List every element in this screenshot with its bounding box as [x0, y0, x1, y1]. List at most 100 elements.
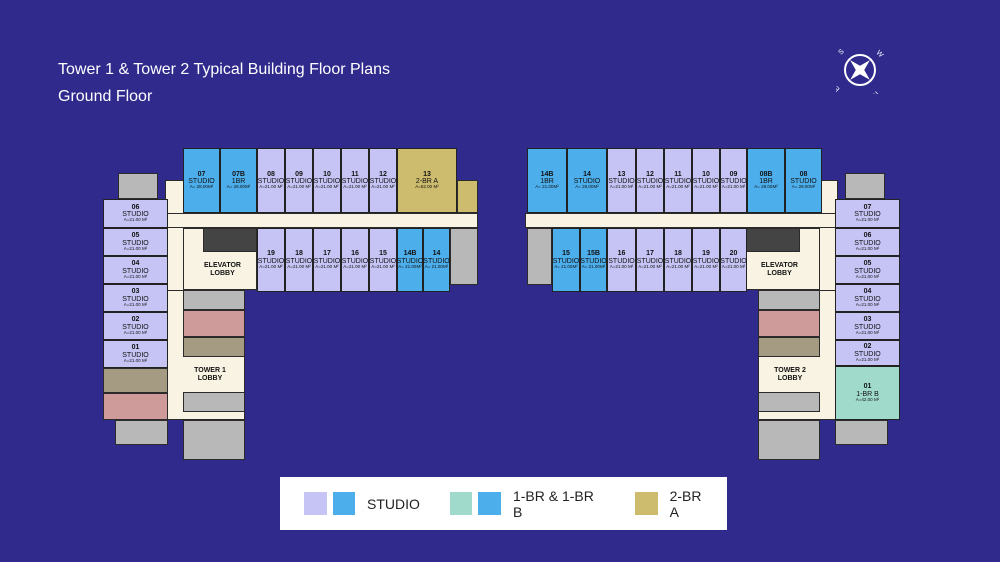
unit-type: STUDIO [122, 323, 149, 331]
unit-area: A=21.00 M² [315, 263, 339, 269]
unit-type: STUDIO [369, 257, 397, 265]
unit-type: STUDIO [122, 239, 149, 247]
unit-number: 08B [759, 170, 773, 178]
unit-number: 04 [131, 260, 140, 268]
unit-number: 14B [403, 250, 417, 258]
unit-number: 07B [232, 170, 245, 178]
unit-number: 13 [423, 170, 431, 178]
unit-type: STUDIO [636, 178, 664, 186]
unit-area: A=21.00 M² [721, 184, 746, 190]
tower2-service-room [758, 290, 820, 310]
unit-type: STUDIO [285, 257, 313, 265]
unit-type: STUDIO [854, 295, 881, 303]
tower2-room-pink [758, 310, 820, 337]
tower1-service-room [183, 290, 245, 310]
unit-type: STUDIO [608, 257, 635, 265]
unit-number: 08 [799, 170, 808, 178]
unit-area: A=21.00 M² [855, 217, 880, 223]
tower1-stair [115, 420, 168, 445]
unit-type: STUDIO [664, 257, 692, 265]
unit-number: 17 [323, 250, 331, 258]
unit-area: A=21.00 M² [855, 356, 880, 362]
unit-type: STUDIO [854, 239, 881, 247]
unit-area: A=42.00 M² [855, 396, 880, 402]
unit-area: A= 28.00M² [575, 184, 599, 190]
unit-type: STUDIO [257, 178, 285, 186]
unit-number: 09 [729, 170, 738, 178]
unit-number: 10 [702, 170, 710, 178]
tower1-unit-13-ext [457, 180, 478, 213]
unit-type: STUDIO [664, 178, 692, 186]
tower1-elevator-lobby: ELEVATOR LOBBY [204, 262, 241, 278]
unit-area: A=21.00 M² [855, 273, 880, 279]
compass-s: S [837, 48, 845, 56]
unit-number: 05 [863, 260, 872, 268]
tower2-elevator-core [746, 228, 800, 252]
tower2-service-room [758, 392, 820, 412]
unit-number: 18 [295, 250, 303, 258]
unit-type: STUDIO [608, 178, 635, 186]
unit-number: 07 [863, 203, 872, 211]
unit-area: A=21.00 M² [371, 263, 395, 269]
unit-area: A=21.00 M² [315, 184, 339, 190]
tower2-corridor [525, 213, 838, 228]
unit-number: 16 [617, 250, 626, 258]
unit-area: A=21.00 M² [855, 301, 880, 307]
unit-type: STUDIO [854, 211, 881, 219]
unit-area: A=21.00 M² [855, 329, 880, 335]
unit-type: STUDIO [423, 257, 450, 265]
unit-number: 15B [587, 250, 600, 258]
unit-area: A=21.00 M² [666, 184, 690, 190]
unit-type: STUDIO [257, 257, 285, 265]
unit-type: STUDIO [285, 178, 313, 186]
unit-type: 1BR [540, 178, 554, 186]
unit-type: STUDIO [341, 178, 369, 186]
tower1-room-brown [183, 337, 245, 357]
unit-area: A=21.00 M² [694, 263, 718, 269]
